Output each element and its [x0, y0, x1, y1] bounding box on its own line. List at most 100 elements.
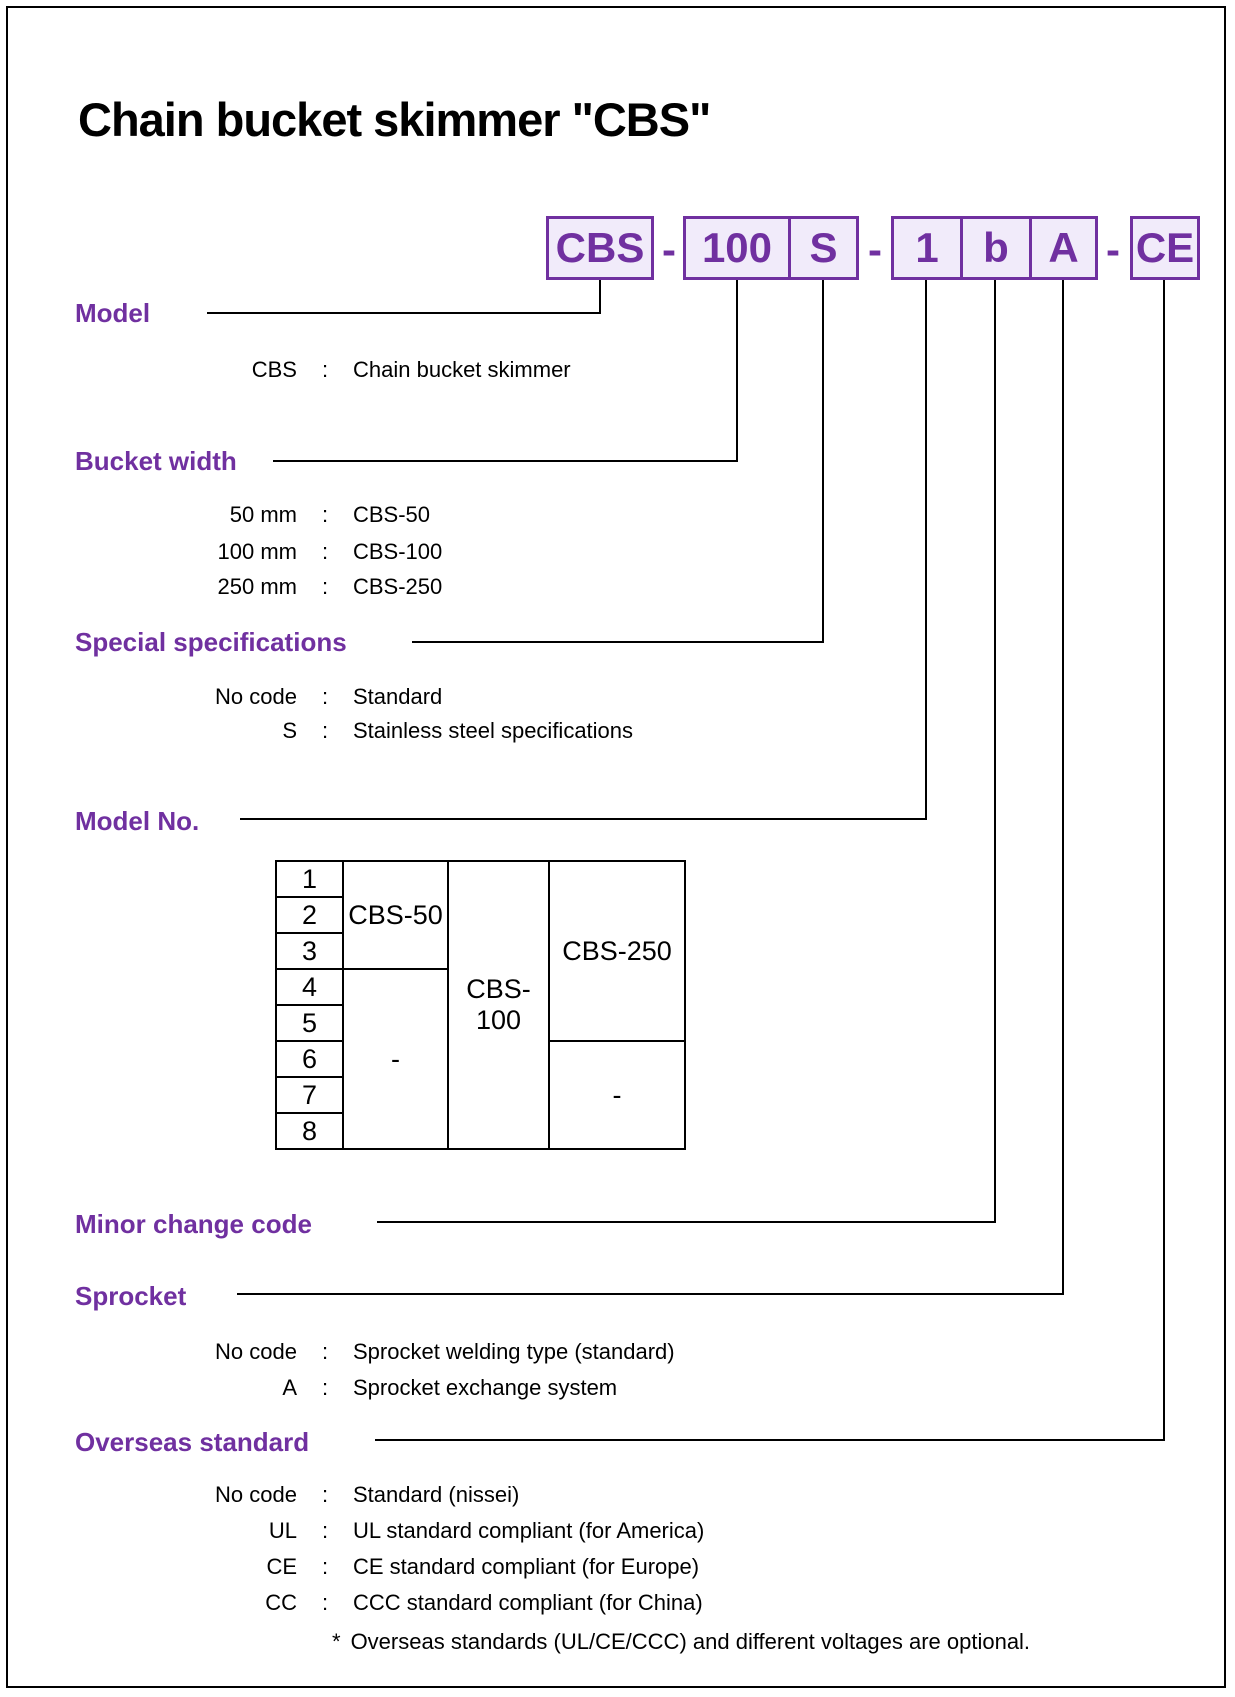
def-label: No code [215, 1339, 297, 1364]
page-title: Chain bucket skimmer "CBS" [78, 93, 711, 146]
connector-hline-model [207, 312, 601, 314]
def-label: UL [268, 1518, 297, 1543]
def-row-overseas-cc: CC : CCC standard compliant (for China) [60, 1588, 703, 1618]
code-box-model-no: 1 b A [891, 216, 1098, 280]
cell-cbs50-dash: - [342, 968, 449, 1150]
section-heading-special-specifications: Special specifications [75, 627, 347, 657]
footnote: * Overseas standards (UL/CE/CCC) and dif… [332, 1627, 1030, 1657]
code-cell-cbs: CBS [555, 224, 645, 271]
connector-hline-model-no [240, 818, 927, 820]
def-value: CCC standard compliant (for China) [353, 1590, 703, 1615]
def-row-bucket-250: 250 mm : CBS-250 [60, 572, 443, 602]
row-number-cell: 2 [275, 896, 344, 934]
connector-hline-bucket-width [273, 460, 738, 462]
table-row: 5 [275, 1004, 685, 1042]
def-colon: : [321, 1590, 329, 1615]
row-number-cell: 8 [275, 1112, 344, 1150]
row-number-cell: 5 [275, 1004, 344, 1042]
def-colon: : [321, 1518, 329, 1543]
def-value: Sprocket exchange system [353, 1375, 618, 1400]
def-label: S [282, 718, 297, 743]
def-row-overseas-nocode: No code : Standard (nissei) [60, 1480, 519, 1510]
connector-vline-overseas [1163, 280, 1165, 1441]
code-box-overseas: CE [1130, 216, 1200, 280]
def-value: CBS-50 [353, 502, 431, 527]
section-heading-overseas-standard: Overseas standard [75, 1427, 310, 1457]
def-value: UL standard compliant (for America) [353, 1518, 705, 1543]
code-cell-a: A [1029, 219, 1095, 277]
footnote-text: Overseas standards (UL/CE/CCC) and diffe… [350, 1629, 1031, 1654]
def-row-bucket-50: 50 mm : CBS-50 [60, 500, 430, 530]
cell-cbs-250: CBS-250 [548, 860, 686, 1042]
def-colon: : [321, 1339, 329, 1364]
code-dash-3: - [1106, 226, 1120, 273]
def-colon: : [321, 1375, 329, 1400]
code-box-bucket-width: 100 S [683, 216, 859, 280]
table-row: 6 - [275, 1040, 686, 1150]
row-number-cell: 6 [275, 1040, 344, 1078]
def-value: Chain bucket skimmer [353, 357, 571, 382]
table-row: 7 [275, 1076, 685, 1114]
def-label: 50 mm [229, 502, 297, 527]
connector-hline-minor-change [377, 1221, 996, 1223]
def-colon: : [321, 357, 329, 382]
row-number-cell: 7 [275, 1076, 344, 1114]
connector-vline-model-no [925, 280, 927, 820]
def-row-sprocket-nocode: No code : Sprocket welding type (standar… [60, 1337, 675, 1367]
code-dash-1: - [662, 226, 676, 273]
def-row-special-s: S : Stainless steel specifications [60, 716, 633, 746]
row-number-cell: 4 [275, 968, 344, 1006]
table-row: 3 [275, 932, 685, 970]
connector-vline-model [599, 280, 601, 314]
def-row-special-nocode: No code : Standard [60, 682, 442, 712]
cell-cbs250-dash: - [548, 1040, 686, 1150]
def-colon: : [321, 502, 329, 527]
def-row-model-cbs: CBS : Chain bucket skimmer [60, 355, 571, 385]
table-row: 1 CBS-50 CBS-100 CBS-250 [275, 860, 686, 1150]
connector-hline-overseas [375, 1439, 1165, 1441]
def-value: CBS-250 [353, 574, 443, 599]
code-cell-1: 1 [915, 224, 939, 271]
def-row-bucket-100: 100 mm : CBS-100 [60, 537, 443, 567]
code-cell-ce: CE [1135, 224, 1195, 271]
table-row: 4 - [275, 968, 685, 1150]
def-label: No code [215, 684, 297, 709]
row-number-cell: 1 [275, 860, 344, 898]
def-value: Stainless steel specifications [353, 718, 634, 743]
def-colon: : [321, 574, 329, 599]
def-row-overseas-ul: UL : UL standard compliant (for America) [60, 1516, 704, 1546]
page-border [6, 6, 1226, 1688]
cell-cbs-100: CBS-100 [447, 860, 550, 1150]
table-row: 2 [275, 896, 685, 934]
section-heading-minor-change-code: Minor change code [75, 1209, 312, 1239]
def-label: CE [266, 1554, 297, 1579]
connector-vline-special-specs [822, 280, 824, 643]
def-label: No code [215, 1482, 297, 1507]
def-value: Sprocket welding type (standard) [353, 1339, 675, 1364]
def-colon: : [321, 684, 329, 709]
model-no-table: 1 CBS-50 CBS-100 CBS-250 2 3 4 - 5 6 - 7… [275, 860, 686, 1150]
table-row: 8 [275, 1112, 685, 1150]
def-colon: : [321, 718, 329, 743]
connector-hline-sprocket [237, 1293, 1064, 1295]
cell-cbs-50: CBS-50 [342, 860, 449, 970]
def-value: CBS-100 [353, 539, 443, 564]
def-colon: : [321, 1554, 329, 1579]
section-heading-model-no: Model No. [75, 806, 200, 836]
section-heading-sprocket: Sprocket [75, 1281, 187, 1311]
code-dash-2: - [868, 226, 882, 273]
connector-vline-sprocket [1062, 280, 1064, 1295]
def-label: CBS [251, 357, 297, 382]
code-cell-100: 100 [701, 224, 773, 271]
connector-vline-bucket-width [736, 280, 738, 462]
def-value: CE standard compliant (for Europe) [353, 1554, 700, 1579]
def-label: 250 mm [217, 574, 297, 599]
def-value: Standard [353, 684, 443, 709]
def-label: A [282, 1375, 297, 1400]
def-row-overseas-ce: CE : CE standard compliant (for Europe) [60, 1552, 699, 1582]
def-label: CC [265, 1590, 297, 1615]
code-cell-b: b [960, 219, 1029, 277]
def-label: 100 mm [217, 539, 297, 564]
code-cell-s: S [788, 219, 856, 277]
